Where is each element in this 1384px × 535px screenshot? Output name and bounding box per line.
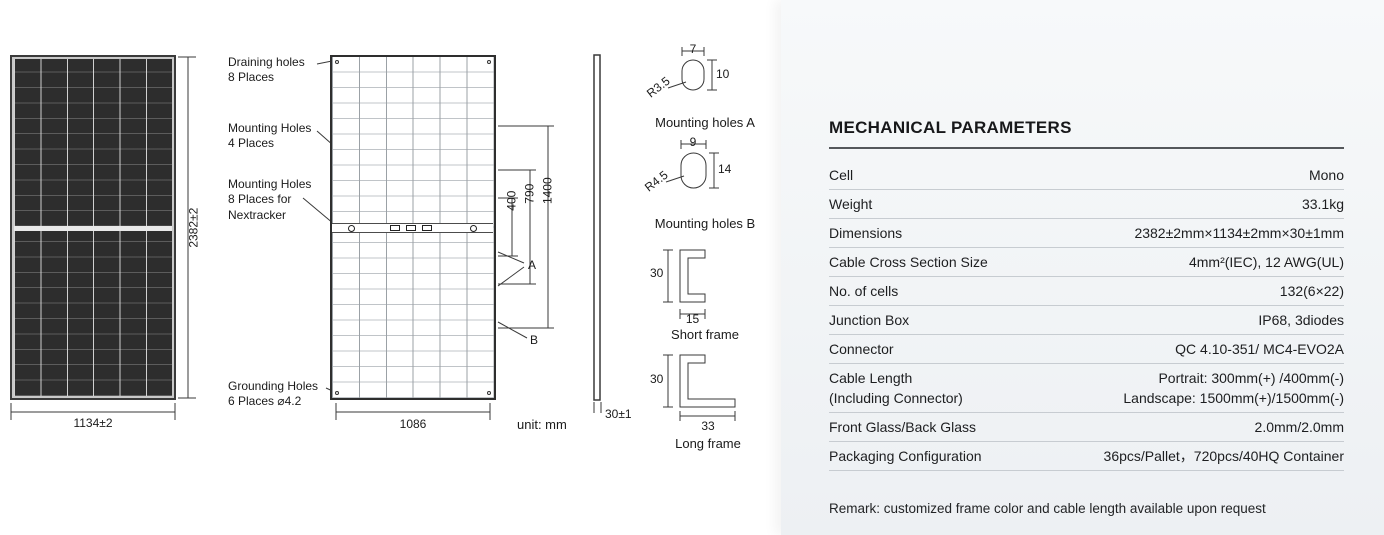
- front-height-dim-label: 2382±2: [186, 207, 201, 248]
- spec-value: 2.0mm/2.0mm: [1254, 419, 1344, 435]
- spec-label: No. of cells: [829, 283, 899, 299]
- hole-b-side-dim: 14: [718, 162, 732, 176]
- section-title: MECHANICAL PARAMETERS: [829, 118, 1344, 149]
- front-view-middle-gap: [14, 226, 172, 231]
- hole-b-top-dim: 9: [689, 135, 697, 149]
- spec-row-junction-box: Junction Box IP68, 3diodes: [829, 306, 1344, 335]
- spec-label: Dimensions: [829, 225, 903, 241]
- long-frame-height-dim: 30: [650, 372, 664, 386]
- spec-row-cable-length: Cable Length (Including Connector) Portr…: [829, 364, 1344, 413]
- spec-row-dimensions: Dimensions 2382±2mm×1134±2mm×30±1mm: [829, 219, 1344, 248]
- short-frame-width-dim: 15: [685, 312, 700, 326]
- grounding-symbol-right: [470, 225, 477, 232]
- dim-400-label: 400: [504, 190, 519, 211]
- spec-label: Cable Cross Section Size: [829, 254, 988, 270]
- unit-label: unit: mm: [517, 417, 567, 432]
- dim-790-label: 790: [522, 183, 537, 204]
- back-width-dim-label: 1086: [399, 417, 427, 431]
- spec-label: Connector: [829, 341, 894, 357]
- mounting-hole-corner: [487, 60, 491, 64]
- mechanical-parameters-panel: MECHANICAL PARAMETERS Cell Mono Weight 3…: [781, 0, 1384, 535]
- spec-label: Front Glass/Back Glass: [829, 419, 977, 435]
- spec-row-no-of-cells: No. of cells 132(6×22): [829, 277, 1344, 306]
- spec-value: QC 4.10-351/ MC4-EVO2A: [1175, 341, 1344, 357]
- spec-value: 132(6×22): [1279, 283, 1344, 299]
- spec-row-weight: Weight 33.1kg: [829, 190, 1344, 219]
- hole-a-side-dim: 10: [716, 67, 730, 81]
- spec-row-cell: Cell Mono: [829, 161, 1344, 190]
- spec-label: Cell: [829, 167, 854, 183]
- spec-value: 36pcs/Pallet，720pcs/40HQ Container: [1103, 448, 1344, 464]
- spec-row-connector: Connector QC 4.10-351/ MC4-EVO2A: [829, 335, 1344, 364]
- spec-value: Portrait: 300mm(+) /400mm(-) Landscape: …: [1123, 370, 1344, 406]
- callout-mounting-holes-4: Mounting Holes 4 Places: [228, 121, 312, 151]
- callout-mounting-holes-nextracker: Mounting Holes 8 Places for Nextracker: [228, 177, 312, 222]
- hole-b-title: Mounting holes B: [654, 216, 756, 231]
- callout-grounding-holes: Grounding Holes 6 Places ⌀4.2: [228, 379, 319, 409]
- dim-1400-label: 1400: [540, 177, 555, 205]
- callout-draining-holes: Draining holes 8 Places: [228, 55, 305, 85]
- spec-value: IP68, 3diodes: [1258, 312, 1344, 328]
- mounting-hole-corner: [487, 391, 491, 395]
- technical-drawings: 2382±2 1134±2 Draining holes 8 Places Mo…: [10, 42, 756, 451]
- ref-a-label: A: [528, 258, 537, 272]
- spec-row-cable-cross-section: Cable Cross Section Size 4mm²(IEC), 12 A…: [829, 248, 1344, 277]
- short-frame-title: Short frame: [671, 327, 739, 342]
- ref-b-label: B: [530, 333, 539, 347]
- spec-row-packaging: Packaging Configuration 36pcs/Pallet，720…: [829, 442, 1344, 471]
- spec-label: Packaging Configuration: [829, 448, 982, 464]
- front-width-dim-label: 1134±2: [73, 416, 113, 430]
- spec-row-glass: Front Glass/Back Glass 2.0mm/2.0mm: [829, 413, 1344, 442]
- remark-note: Remark: customized frame color and cable…: [829, 501, 1266, 516]
- junction-box-3: [422, 225, 432, 231]
- short-frame-height-dim: 30: [650, 266, 664, 280]
- junction-box-2: [406, 225, 416, 231]
- spec-table: Cell Mono Weight 33.1kg Dimensions 2382±…: [829, 161, 1344, 471]
- front-view-cells: [14, 59, 172, 396]
- spec-label: Weight: [829, 196, 873, 212]
- spec-value: 33.1kg: [1301, 196, 1344, 212]
- hole-a-top-dim: 7: [689, 42, 697, 56]
- mounting-hole-corner: [335, 391, 339, 395]
- spec-value: Mono: [1308, 167, 1344, 183]
- back-view-middle-band: [332, 223, 493, 233]
- side-thickness-dim-label: 30±1: [605, 407, 632, 421]
- spec-label: Cable Length (Including Connector): [829, 370, 963, 406]
- panel-back-view: [330, 55, 496, 400]
- long-frame-width-dim: 33: [701, 419, 715, 433]
- long-frame-title: Long frame: [675, 436, 741, 451]
- junction-box-1: [390, 225, 400, 231]
- spec-label: Junction Box: [829, 312, 910, 328]
- spec-value: 4mm²(IEC), 12 AWG(UL): [1188, 254, 1344, 270]
- mounting-hole-corner: [335, 60, 339, 64]
- spec-value: 2382±2mm×1134±2mm×30±1mm: [1134, 225, 1344, 241]
- panel-front-view: [10, 55, 176, 400]
- hole-a-title: Mounting holes A: [655, 115, 755, 130]
- grounding-symbol-left: [348, 225, 355, 232]
